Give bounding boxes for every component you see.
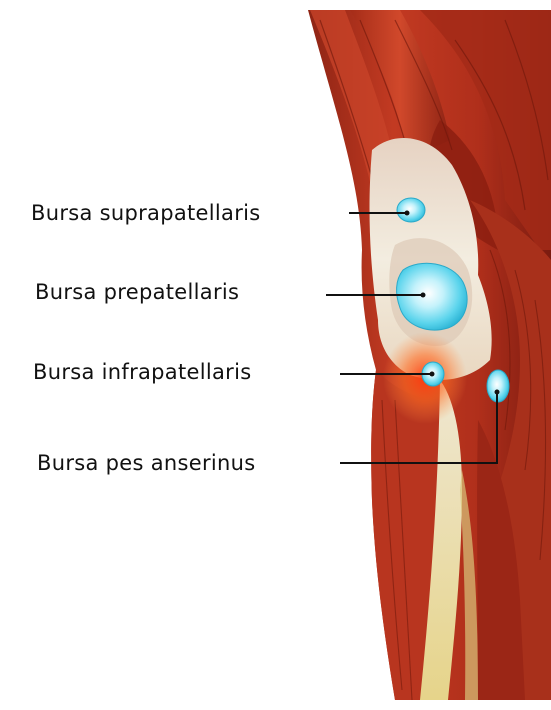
- label-bursa-suprapatellaris: Bursa suprapatellaris: [31, 203, 261, 224]
- label-bursa-pes-anserinus: Bursa pes anserinus: [37, 453, 255, 474]
- bursa-suprapatellaris: [397, 198, 425, 222]
- bursa-prepatellaris: [397, 263, 468, 330]
- label-bursa-prepatellaris: Bursa prepatellaris: [35, 282, 239, 303]
- label-bursa-infrapatellaris: Bursa infrapatellaris: [33, 362, 251, 383]
